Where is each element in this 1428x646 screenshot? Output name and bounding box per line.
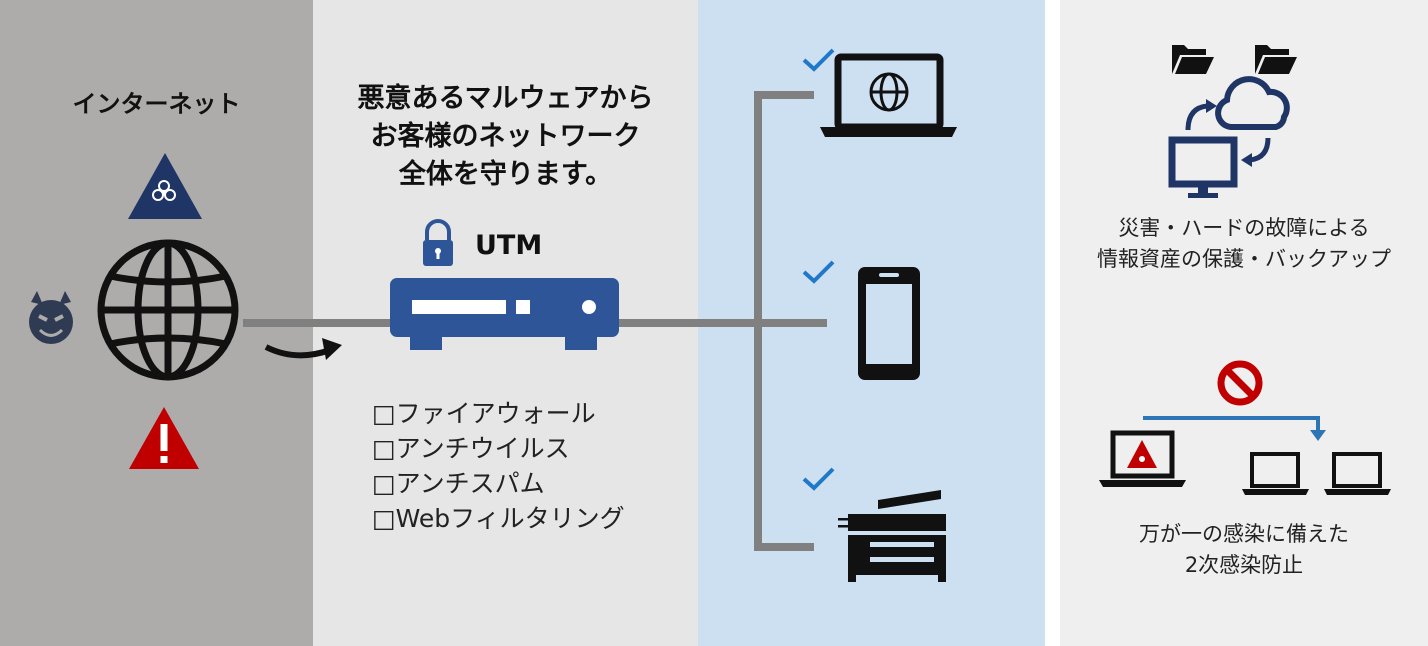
folder-icon (1172, 45, 1214, 74)
feature-antivirus: □アンチウイルス (372, 434, 570, 463)
feature-antispam: □アンチスパム (372, 469, 545, 498)
utm-label: UTM (475, 230, 543, 261)
headline-line-3: 全体を守ります。 (398, 159, 613, 190)
infection-line-2: 2次感染防止 (1184, 553, 1304, 577)
side-panel (1060, 0, 1428, 646)
feature-web-filtering: □Webフィルタリング (372, 504, 625, 533)
check-icon-printer (802, 467, 835, 491)
backup-line-2: 情報資産の保護・バックアップ (1097, 247, 1391, 271)
blocked-spread-arrow (1143, 416, 1326, 441)
backup-line-1: 災害・ハードの故障による (1118, 216, 1370, 240)
utm-headline: 悪意あるマルウェアから お客様のネットワーク 全体を守ります。 (313, 80, 698, 194)
internet-title: インターネット (72, 90, 241, 118)
connection-lines (243, 91, 827, 551)
infected-laptop-icon (1099, 430, 1186, 487)
biohazard-triangle-icon (128, 153, 202, 219)
laptop-icon (1242, 452, 1309, 495)
infection-line-1: 万が一の感染に備えた (1139, 522, 1349, 546)
backup-description: 災害・ハードの故障による 情報資産の保護・バックアップ (1060, 213, 1428, 275)
utm-feature-list: □ファイアウォール □アンチウイルス □アンチスパム □Webフィルタリング (372, 396, 625, 536)
laptop-icon (1324, 452, 1391, 495)
utm-device-icon (390, 278, 619, 350)
smartphone-icon (858, 267, 920, 380)
headline-line-1: 悪意あるマルウェアから (357, 83, 654, 114)
feature-firewall: □ファイアウォール (372, 399, 596, 428)
check-icon-phone (802, 260, 835, 284)
curved-arrow-icon (264, 338, 342, 360)
printer-icon (838, 490, 946, 582)
devil-icon (29, 291, 73, 344)
headline-line-2: お客様のネットワーク (370, 121, 641, 152)
folder-icon (1255, 45, 1297, 74)
warning-triangle-icon (129, 407, 199, 469)
padlock-icon (423, 219, 453, 266)
device-bus-line (754, 91, 814, 551)
laptop-globe-icon (820, 53, 957, 137)
infection-description: 万が一の感染に備えた 2次感染防止 (1060, 519, 1428, 581)
prohibited-icon (1217, 360, 1263, 406)
check-icons (802, 48, 835, 491)
cloud-sync-icon (1168, 76, 1290, 198)
check-icon-laptop (802, 48, 835, 72)
globe-icon (97, 239, 239, 381)
